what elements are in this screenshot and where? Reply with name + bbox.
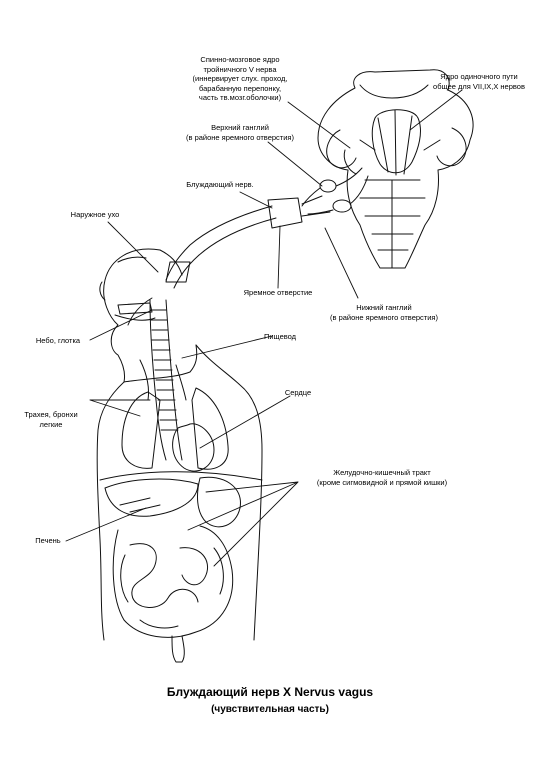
label-liver: Печень [35,536,61,545]
leader-lines [65,89,463,567]
ganglia-illustration [301,167,369,215]
abdomen-illustration [99,471,263,528]
label-line: Верхний ганглий [211,123,269,132]
label-line: Нижний ганглий [356,303,412,312]
label-inferior-ganglion: Нижний ганглий (в районе яремного отверс… [322,303,446,322]
label-line: Трахея, бронхи [24,410,78,419]
label-line: (иннервирует слух. проход, [192,74,288,83]
label-solitary-nucleus: Ядро одиночного пути общее для VII,IX,X … [420,72,538,91]
label-line: Ядро одиночного пути [440,72,518,81]
label-line: барабанную перепонку, [198,83,282,93]
label-esophagus: Пищевод [263,332,297,341]
label-line: Спинно-мозговое ядро [200,55,280,64]
label-line: (в районе яремного отверстия) [186,132,294,142]
label-external-ear: Наружное ухо [70,210,120,219]
label-vagus-nerve: Блуждающий нерв. [186,180,254,189]
body-outline [96,248,263,641]
diagram-title: Блуждающий нерв X Nervus vagus [166,685,374,699]
label-line: тройничного V нерва [203,64,277,74]
heart-illustration [172,423,215,472]
label-line: Желудочно-кишечный тракт [333,468,431,477]
label-gi-tract: Желудочно-кишечный тракт (кроме сигмовид… [308,468,456,487]
label-line: общее для VII,IX,X нервов [433,81,525,91]
label-jugular-foramen: Яремное отверстие [243,288,313,297]
diagram-subtitle: (чувствительная часть) [211,704,329,715]
brainstem-illustration [317,69,474,269]
trachea-esophagus-illustration [127,297,187,461]
intestines-illustration [112,525,234,663]
label-line: (в районе яремного отверстия) [330,312,438,322]
vagus-nerve-trunk [165,195,331,289]
label-line: легкие [39,419,63,429]
label-trigeminal-nucleus: Спинно-мозговое ядро тройничного V нерва… [180,55,300,103]
label-line: часть тв.мозг.оболочки) [198,93,282,102]
label-superior-ganglion: Верхний ганглий (в районе яремного отвер… [180,123,300,142]
label-palate-pharynx: Небо, глотка [35,336,81,345]
label-line: (кроме сигмовидной и прямой кишки) [316,477,448,487]
label-trachea-bronchi-lungs: Трахея, бронхи легкие [12,410,90,429]
label-heart: Сердце [284,388,312,397]
